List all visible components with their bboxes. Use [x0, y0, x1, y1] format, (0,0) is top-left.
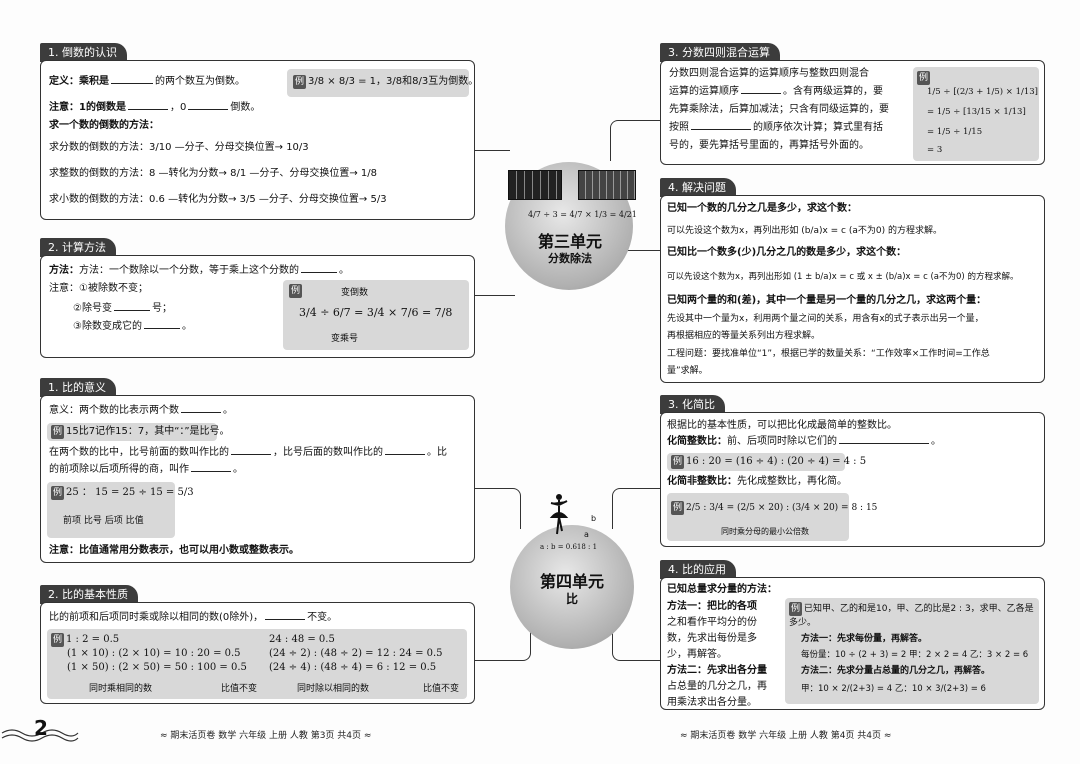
- unit4-subtitle: 比: [565, 592, 578, 606]
- unit3-title: 第三单元: [537, 232, 602, 251]
- section-tab-simplify-ratio: 3. 化简比: [660, 395, 725, 414]
- example-reciprocal: [287, 69, 469, 97]
- fraction-grid-left: [508, 170, 562, 200]
- example-ratio-property: [47, 629, 467, 699]
- example-simplify: [667, 493, 849, 541]
- connector-right-3: [612, 488, 663, 529]
- footer-left: ≈ 期末活页卷 数学 六年级 上册 人教 第3页 共4页 ≈: [160, 731, 372, 741]
- section-calc: 方法：方法：一个数除以一个分数，等于乘上这个分数的。 注意：①被除数不变； ②除…: [40, 255, 475, 358]
- section-tab-ratio-property: 2. 比的基本性质: [40, 585, 138, 604]
- unit3-subtitle: 分数除法: [548, 252, 592, 265]
- page-number: 2: [34, 716, 48, 740]
- example-mixed-ops: [913, 67, 1039, 161]
- example-ratio: [47, 482, 175, 538]
- section-tab-calc: 2. 计算方法: [40, 238, 116, 257]
- unit4-circle: [510, 525, 634, 649]
- fraction-grid-right: [578, 170, 636, 200]
- section-ratio-application: 已知总量求分量的方法： 方法一：把比的各项 之和看作平均分的份 数，先求出每份是…: [660, 577, 1045, 710]
- section-mixed-ops: 分数四则混合运算的运算顺序与整数四则混合 运算的运算顺序。含有两级运算的，要 先…: [660, 60, 1045, 165]
- connector-left-top: [475, 150, 510, 151]
- connector-left-3: [475, 488, 521, 529]
- example-division: [283, 280, 469, 350]
- connector-left-mid: [475, 295, 515, 296]
- example-ratio-application: [785, 598, 1039, 704]
- section-tab-ratio-meaning: 1. 比的意义: [40, 378, 116, 397]
- section-tab-mixed-ops: 3. 分数四则混合运算: [660, 43, 780, 62]
- section-tab-problem-solving: 4. 解决问题: [660, 178, 736, 197]
- ballerina-icon: [548, 493, 570, 535]
- section-problem-solving: 已知一个数的几分之几是多少，求这个数： 可以先设这个数为x，再列出形如 (b/a…: [660, 195, 1045, 383]
- unit4-title: 第四单元: [539, 572, 604, 591]
- footer-right: ≈ 期末活页卷 数学 六年级 上册 人教 第4页 共4页 ≈: [680, 731, 892, 741]
- section-tab-reciprocal: 1. 倒数的认识: [40, 43, 127, 62]
- section-tab-ratio-application: 4. 比的应用: [660, 560, 736, 579]
- connector-right-mid: [615, 250, 660, 251]
- connector-left-4: [475, 620, 531, 661]
- wave-decoration: [0, 725, 80, 745]
- section-simplify-ratio: 根据比的基本性质，可以把比化成最简单的整数比。 化简整数比：前、后项同时除以它们…: [660, 412, 1045, 547]
- connector-right-top: [610, 120, 661, 161]
